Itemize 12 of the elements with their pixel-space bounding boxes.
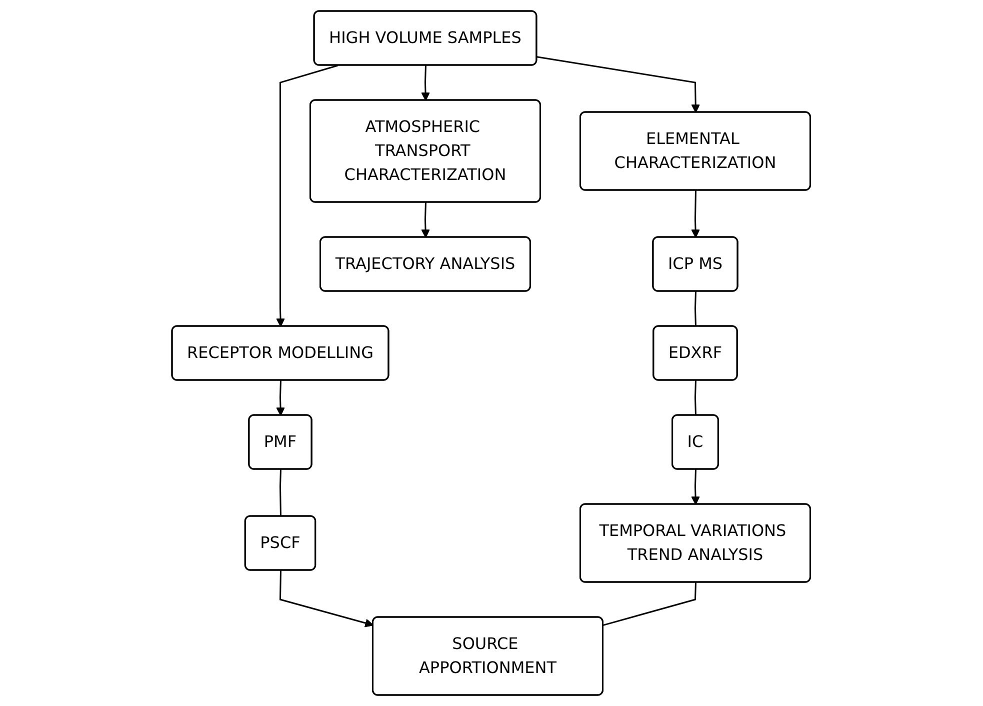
connector [603,582,697,626]
connector [694,291,697,327]
arrow [280,570,374,628]
connector [694,380,697,416]
arrow [422,65,430,101]
arrow [692,190,700,238]
arrow [692,469,700,505]
arrow [276,64,338,327]
arrow [276,380,286,416]
arrow [422,202,430,238]
arrow [537,56,700,113]
connector [280,469,282,517]
